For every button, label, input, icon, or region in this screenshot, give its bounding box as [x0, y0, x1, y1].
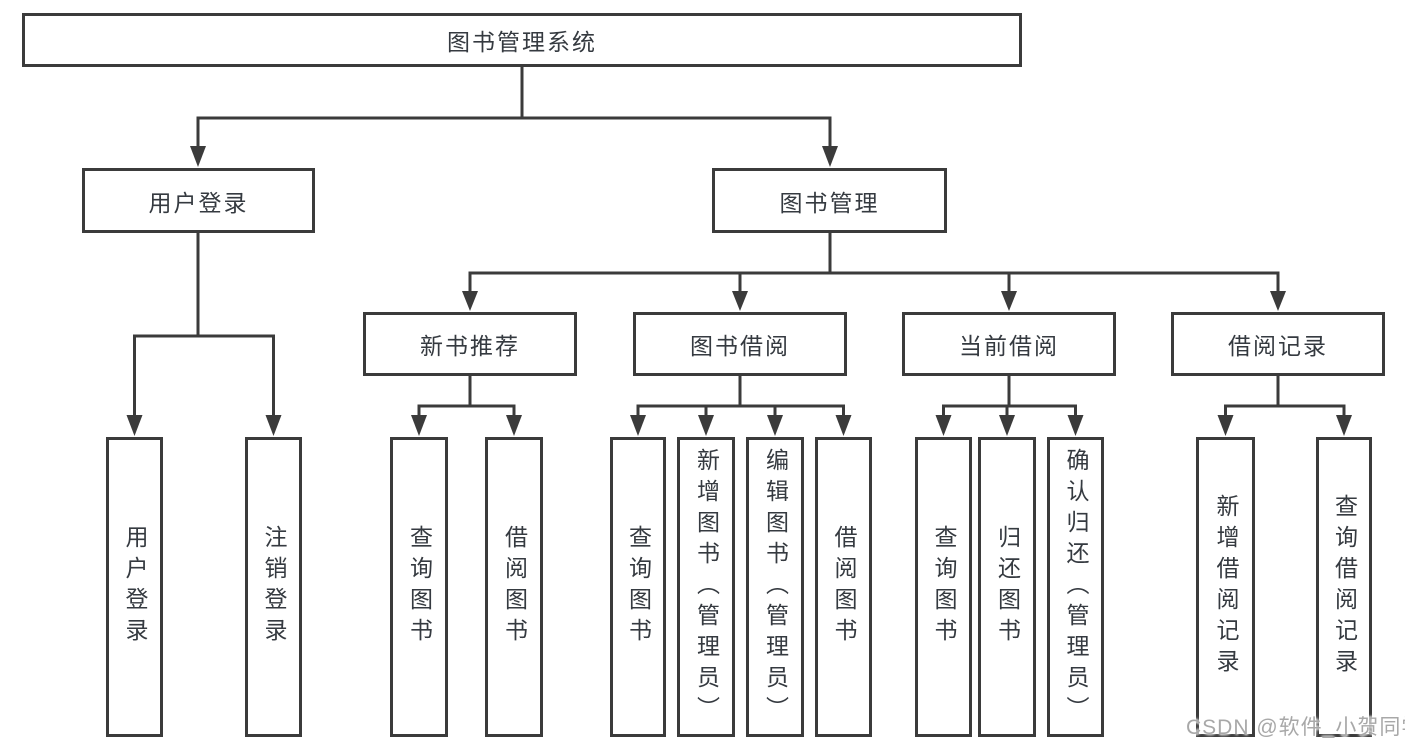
leaf-logout: 注销登录: [245, 437, 302, 737]
leaf-borrow-books-recommend: 借阅图书: [485, 437, 543, 737]
node-label: 查询图书: [931, 525, 957, 649]
leaf-query-books-current: 查询图书: [915, 437, 972, 737]
node-label: 图书借阅: [690, 333, 790, 359]
node-label: 编辑图书（管理员）: [762, 447, 789, 727]
node-label: 归还图书: [994, 525, 1021, 649]
leaf-return-books: 归还图书: [978, 437, 1036, 737]
leaf-confirm-return-admin: 确认归还（管理员）: [1047, 437, 1104, 737]
node-user-login: 用户登录: [82, 168, 315, 233]
node-label: 新书推荐: [420, 333, 520, 359]
leaf-query-books-borrow: 查询图书: [610, 437, 666, 737]
leaf-query-books-recommend: 查询图书: [390, 437, 448, 737]
node-label: 用户登录: [148, 189, 249, 216]
node-label: 借阅图书: [501, 525, 528, 649]
node-label: 借阅图书: [831, 525, 857, 649]
node-label: 查询图书: [406, 525, 433, 649]
csdn-watermark: CSDN @软件_小贺同学: [1186, 716, 1405, 739]
node-label: 图书管理: [779, 189, 880, 216]
node-new-book-recommend: 新书推荐: [363, 312, 577, 376]
node-label: 借阅记录: [1228, 333, 1328, 359]
node-label: 图书管理系统: [447, 29, 597, 55]
leaf-edit-books-admin: 编辑图书（管理员）: [746, 437, 804, 737]
leaf-add-books-admin: 新增图书（管理员）: [677, 437, 735, 737]
node-label: 查询借阅记录: [1331, 494, 1358, 680]
leaf-add-borrow-record: 新增借阅记录: [1196, 437, 1255, 737]
leaf-borrow-books: 借阅图书: [815, 437, 872, 737]
node-book-management: 图书管理: [712, 168, 947, 233]
node-label: 用户登录: [122, 525, 148, 649]
node-label: 注销登录: [261, 525, 287, 649]
node-label: 新增图书（管理员）: [693, 447, 720, 727]
node-root-system: 图书管理系统: [22, 13, 1022, 67]
node-label: 新增借阅记录: [1213, 494, 1239, 680]
node-label: 当前借阅: [959, 333, 1059, 359]
node-book-borrowing: 图书借阅: [633, 312, 847, 376]
node-label: 确认归还（管理员）: [1063, 447, 1089, 727]
leaf-user-login: 用户登录: [106, 437, 163, 737]
leaf-query-borrow-record: 查询借阅记录: [1316, 437, 1372, 737]
node-label: 查询图书: [625, 525, 652, 649]
node-borrowing-records: 借阅记录: [1171, 312, 1385, 376]
node-current-borrowing: 当前借阅: [902, 312, 1116, 376]
